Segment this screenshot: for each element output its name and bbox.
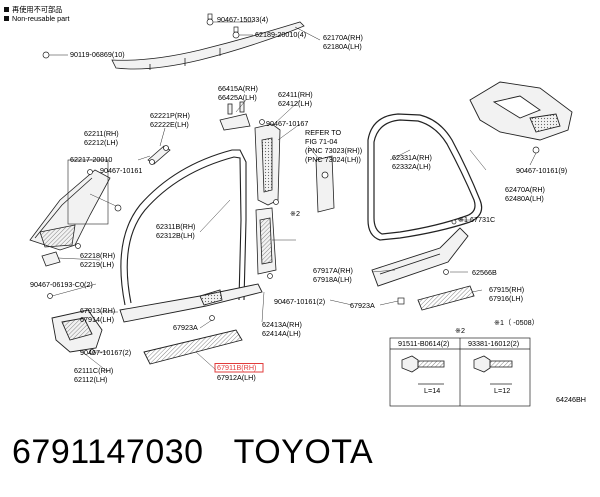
clips-a-pillar: [75, 169, 122, 249]
label-62180A: 62180A(LH): [323, 42, 362, 51]
label-90467-10161: 90467-10161: [100, 166, 142, 175]
pillar-bracket: [147, 145, 171, 165]
label-62170A: 62170A(RH): [323, 33, 363, 42]
label-90467-10167-2: 90467-10167(2): [80, 348, 131, 357]
caption: 6791147030 TOYOTA: [12, 432, 373, 472]
front-door-weatherstrip: [120, 149, 247, 306]
roof-side-garnish: [111, 21, 305, 70]
clips-front-sill: [47, 293, 215, 355]
label-mark2: ※2: [290, 209, 300, 218]
rear-door-weatherstrip: [367, 113, 483, 241]
legend-line-jp: 再使用不可部品: [12, 5, 62, 14]
bolt-2-icon: [473, 355, 513, 385]
brand-name: TOYOTA: [233, 433, 374, 471]
seatbelt-cover: [315, 155, 335, 213]
label-90467-06193: 90467-06193-C0(2): [30, 280, 93, 289]
front-door-scuff-plate: [119, 283, 263, 323]
label-62414A: 62414A(LH): [262, 329, 301, 338]
label-62480A: 62480A(LH): [505, 194, 544, 203]
label-62219: 62219(LH): [80, 260, 114, 269]
label-67913: 67913(RH): [80, 306, 115, 315]
kick-panel-62218: [41, 251, 61, 267]
label-62211: 62211(RH): [84, 129, 119, 138]
label-67923A-left: 67923A: [173, 323, 198, 332]
label-90467-10161-9: 90467-10161(9): [516, 166, 567, 175]
rear-step-cover: [417, 285, 475, 311]
label-refer-3: (PNC 73023(RH)): [305, 146, 362, 155]
label-62566B: 62566B: [472, 268, 497, 277]
label-67914: 67914(LH): [80, 315, 114, 324]
label-62222E: 62222E(LH): [150, 120, 189, 129]
label-62413A: 62413A(RH): [262, 320, 302, 329]
label-67918A: 67918A(LH): [313, 275, 352, 284]
non-reusable-symbol: [4, 16, 9, 21]
label-62112: 62112(LH): [74, 375, 107, 384]
label-62221P: 62221P(RH): [150, 111, 190, 120]
part-labels: 90467-15033(4) 62189-20010(4) 62170A(RH)…: [30, 15, 586, 404]
label-bolt-2-length: L=12: [494, 386, 510, 395]
label-bolt-2: 93381-16012(2): [468, 339, 519, 348]
label-67917A: 67917A(RH): [313, 266, 353, 275]
label-bolt-1-length: L=14: [424, 386, 440, 395]
label-mark1: ※1（ -0508）: [494, 318, 539, 327]
label-62218: 62218(RH): [80, 251, 115, 260]
label-62212: 62212(LH): [84, 138, 118, 147]
clips-roof: [42, 13, 240, 59]
non-reusable-symbol: [4, 7, 9, 12]
legend: 再使用不可部品 Non-reusable part: [4, 5, 70, 23]
label-62217-20010: 62217-20010: [70, 155, 112, 164]
label-refer-1: REFER TO: [305, 128, 341, 137]
label-62189-20010: 62189-20010(4): [255, 30, 306, 39]
label-67731C: ※1 67731C: [458, 215, 495, 224]
clips-b-pillar: [259, 119, 279, 279]
label-62332A: 62332A(LH): [392, 162, 431, 171]
label-67912A: 67912A(LH): [217, 373, 256, 382]
leaders-roof: [49, 21, 321, 56]
label-66425A: 66425A(LH): [218, 93, 257, 102]
label-mark2-table: ※2: [455, 326, 465, 335]
rear-scuff-plate: [371, 227, 469, 287]
bolt-1-icon: [401, 355, 445, 385]
label-fig-code: 64246BH: [556, 395, 586, 404]
label-67916: 67916(LH): [489, 294, 523, 303]
leader: [159, 127, 166, 147]
label-62331A: 62331A(RH): [392, 153, 432, 162]
label-62470A: 62470A(RH): [505, 185, 545, 194]
front-pillar-garnish: [29, 169, 111, 251]
front-step-plate-67911B: [143, 329, 243, 365]
label-90119-06869: 90119-06869(10): [70, 50, 125, 59]
bolt-table: [389, 337, 531, 407]
center-pillar-garnish: [254, 123, 281, 275]
legend-line-en: Non-reusable part: [12, 14, 70, 23]
pillar-cap-66415A: [219, 101, 251, 131]
label-67923A-right: 67923A: [350, 301, 375, 310]
label-62411: 62411(RH): [278, 90, 313, 99]
rear-pillar-garnish: [469, 81, 573, 141]
label-62412: 62412(LH): [278, 99, 312, 108]
highlight-box: [214, 363, 264, 373]
label-66415A: 66415A(RH): [218, 84, 258, 93]
label-90467-10161-2: 90467-10161(2): [274, 297, 325, 306]
label-62312B: 62312B(LH): [156, 231, 195, 240]
lower-cowl-trim: [51, 309, 103, 353]
part-number: 6791147030: [12, 433, 204, 471]
parts-diagram: 再使用不可部品 Non-reusable part: [4, 5, 586, 407]
label-67911B-highlighted: 67911B(RH): [217, 363, 256, 372]
label-bolt-1: 91511-B0614(2): [398, 339, 449, 348]
label-90467-10167: 90467-10167: [266, 119, 308, 128]
label-62111C: 62111C(RH): [74, 366, 113, 375]
leader: [529, 152, 537, 166]
clips-rear-sill: [397, 219, 457, 305]
label-62311B: 62311B(RH): [156, 222, 195, 231]
label-67915: 67915(RH): [489, 285, 524, 294]
label-90467-15033: 90467-15033(4): [217, 15, 268, 24]
callout-box-62211: [67, 159, 109, 225]
leader-lines: [51, 99, 487, 373]
label-refer-4: (PNC 73024(LH)): [305, 155, 361, 164]
label-refer-2: FIG 71-04: [305, 137, 337, 146]
clips-rear-pillar: [532, 146, 540, 154]
